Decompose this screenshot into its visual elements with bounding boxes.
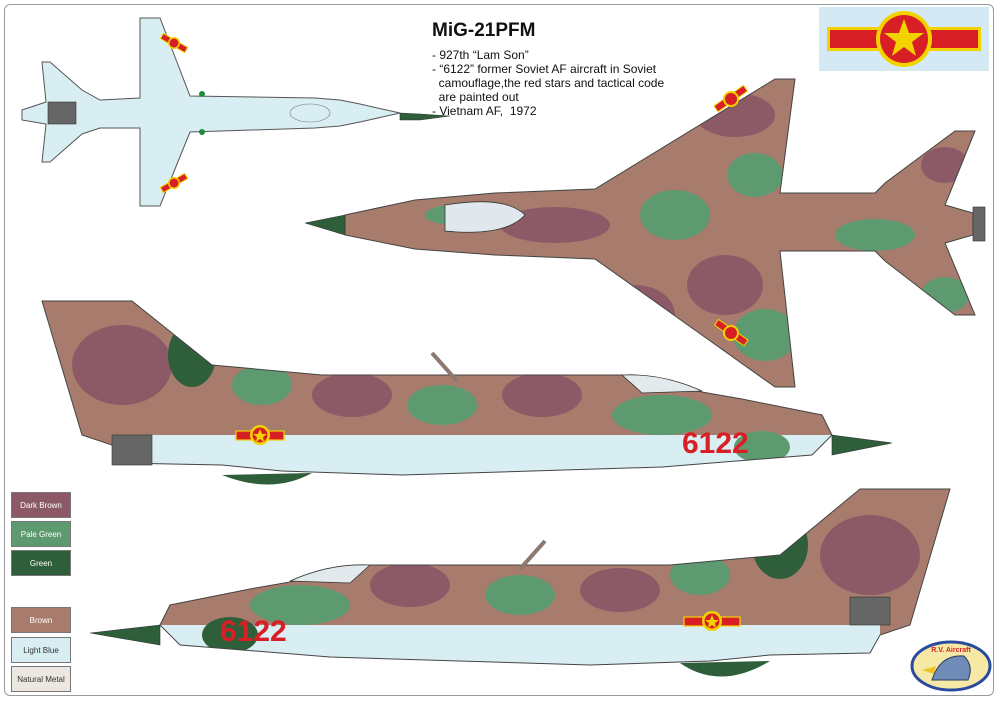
svg-text:R.V. Aircraft: R.V. Aircraft <box>931 647 971 654</box>
topside-roundel-lower <box>713 318 749 347</box>
left-roundel <box>235 425 285 445</box>
page-frame <box>4 4 994 696</box>
legend-label: Brown <box>29 616 53 625</box>
publisher-logo: R.V. Aircraft <box>910 640 992 692</box>
legend-swatch-green: Green <box>11 550 71 576</box>
legend-label: Light Blue <box>23 646 59 655</box>
note-line: - Vietnam AF, 1972 <box>432 104 537 118</box>
legend-label: Natural Metal <box>17 675 65 684</box>
topside-view <box>304 78 986 388</box>
legend-label: Green <box>29 559 53 568</box>
legend-swatch-brown: Brown <box>11 607 71 633</box>
tactical-code-right: 6122 <box>220 615 287 648</box>
topside-roundel-upper <box>713 84 749 113</box>
tactical-code-left: 6122 <box>682 427 749 460</box>
title-block: MiG-21PFM - 927th “Lam Son” - “6122” for… <box>432 20 732 118</box>
national-insignia-box <box>819 7 989 71</box>
underside-view <box>21 17 451 207</box>
legend-swatch-natural-metal: Natural Metal <box>11 666 71 692</box>
wing-roundel-upper <box>159 32 189 54</box>
note-line: - “6122” former Soviet AF aircraft in So… <box>432 62 657 76</box>
note-line: are painted out <box>432 90 519 104</box>
left-profile-view: 6122 <box>41 300 893 485</box>
roundel-insignia <box>827 11 981 67</box>
right-profile-view: 6122 <box>89 488 951 677</box>
legend-label: Dark Brown <box>20 501 62 510</box>
legend-swatch-dark-brown: Dark Brown <box>11 492 71 518</box>
wing-roundel-lower <box>159 172 189 194</box>
legend-swatch-light-blue: Light Blue <box>11 637 71 663</box>
legend-swatch-pale-green: Pale Green <box>11 521 71 547</box>
note-line: camouflage,the red stars and tactical co… <box>432 76 665 90</box>
aircraft-title: MiG-21PFM <box>432 20 536 41</box>
right-roundel <box>683 611 741 631</box>
note-line: - 927th “Lam Son” <box>432 48 529 62</box>
legend-label: Pale Green <box>20 530 62 539</box>
